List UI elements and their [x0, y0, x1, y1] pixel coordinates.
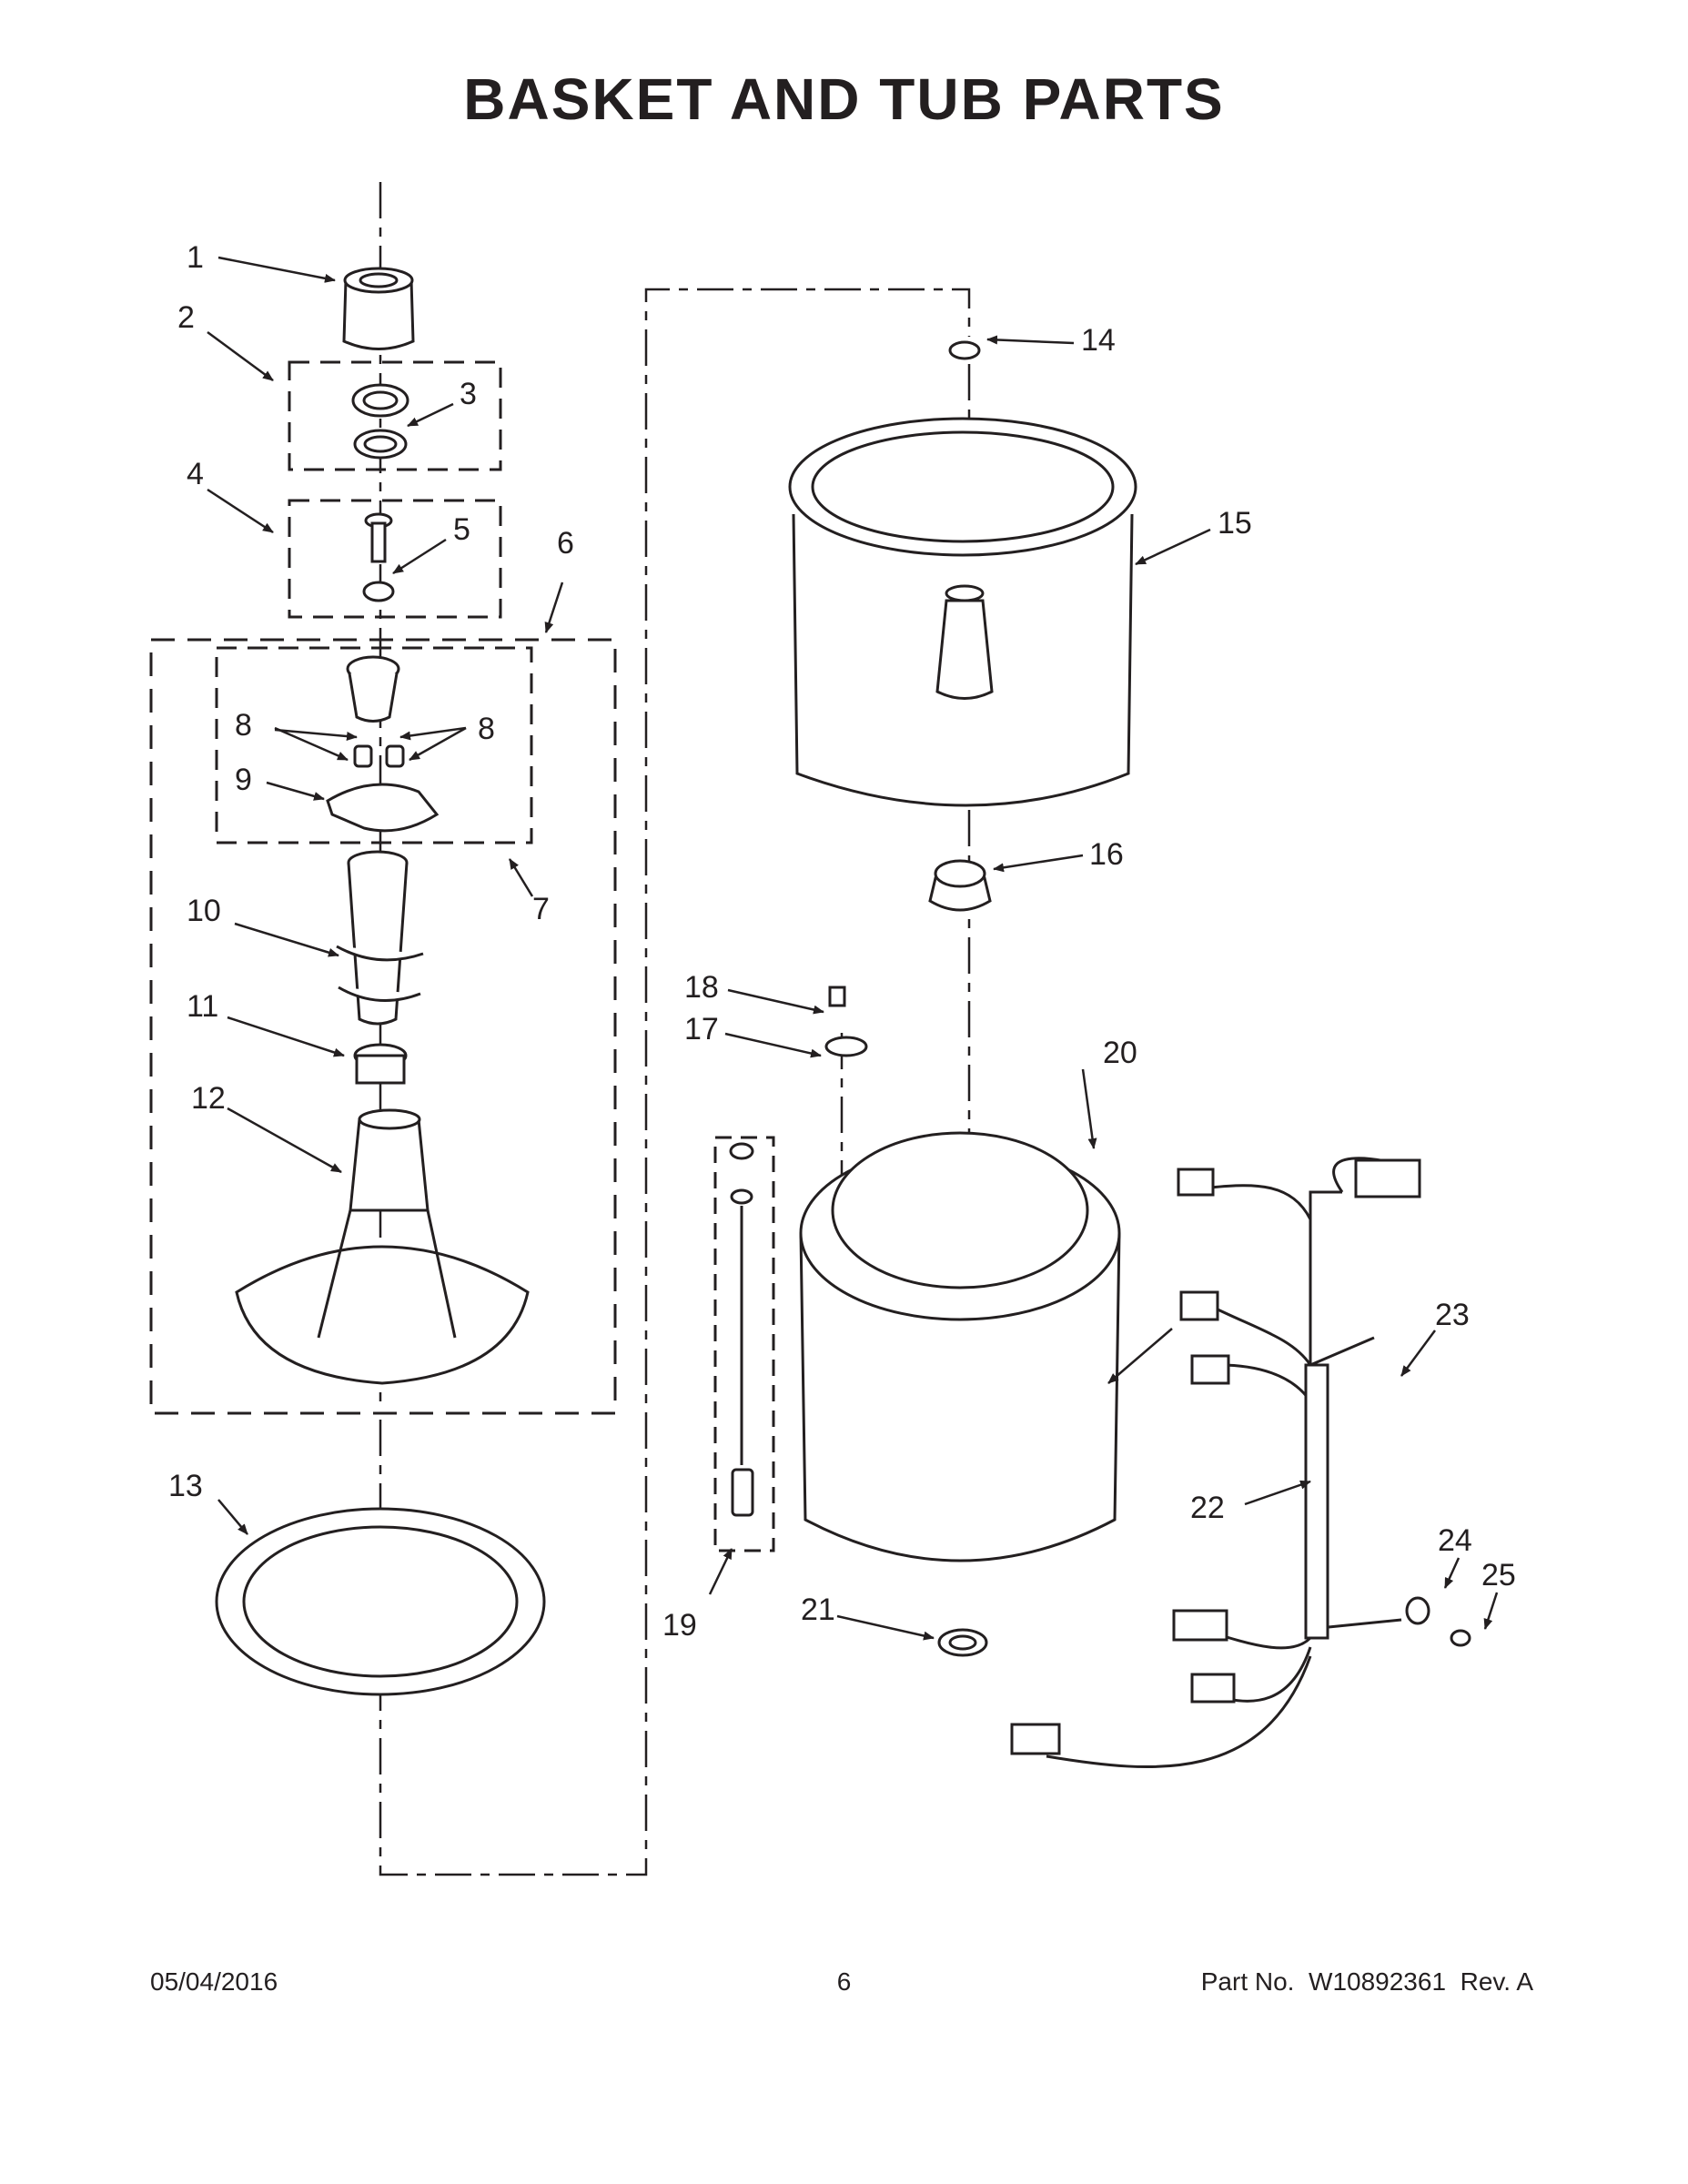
callout-1: 1 — [187, 240, 204, 275]
callout-12: 12 — [191, 1081, 226, 1116]
part-5-bolt — [362, 512, 395, 602]
callout-24: 24 — [1438, 1523, 1472, 1558]
part-13-ring — [215, 1507, 546, 1696]
part-7-adapter — [326, 655, 440, 833]
part-18-screw — [828, 986, 846, 1007]
group-box-7 — [215, 646, 533, 844]
callout-17: 17 — [684, 1012, 719, 1046]
callout-8-left: 8 — [235, 708, 252, 743]
callout-23: 23 — [1435, 1298, 1470, 1332]
part-12-base — [235, 1108, 530, 1385]
callout-14: 14 — [1081, 323, 1116, 358]
part-20-tub — [799, 1131, 1121, 1562]
part-14-nut — [948, 340, 981, 360]
part-number-label: Part No. — [1200, 1967, 1295, 1996]
part-17-plate — [824, 1036, 868, 1057]
part-15-basket — [788, 417, 1137, 807]
callout-9: 9 — [235, 763, 252, 797]
part-10-agitator — [336, 850, 424, 1026]
callout-6: 6 — [557, 526, 574, 561]
part-number-value: W10892361 — [1309, 1967, 1447, 1996]
callout-19: 19 — [662, 1608, 697, 1643]
group-box-19 — [713, 1136, 775, 1552]
part-1-cap — [342, 267, 415, 350]
callout-11: 11 — [187, 989, 218, 1024]
part-21-seal — [937, 1628, 988, 1657]
parts — [215, 267, 1471, 1769]
part-24-clamp — [1405, 1596, 1430, 1625]
callout-15: 15 — [1218, 506, 1252, 541]
part-11-cam — [353, 1043, 408, 1085]
page-title: BASKET AND TUB PARTS — [463, 66, 1225, 132]
group-box-6 — [149, 638, 617, 1415]
callout-10: 10 — [187, 894, 221, 928]
part-22-connectors — [1010, 1158, 1421, 1755]
callout-4: 4 — [187, 457, 204, 491]
callout-2: 2 — [177, 300, 195, 335]
leader-arrows — [207, 256, 1499, 1641]
group-boxes — [149, 360, 775, 1552]
part-22-wire-harness — [1046, 1157, 1420, 1769]
callout-13: 13 — [168, 1469, 203, 1503]
part-8-clips — [353, 744, 405, 768]
footer-part-number: Part No. W10892361 Rev. A — [1201, 1967, 1533, 1997]
callout-22: 22 — [1190, 1491, 1225, 1525]
group-box-2 — [288, 360, 502, 471]
part-19-suspension-rod — [729, 1142, 754, 1517]
callout-18: 18 — [684, 970, 719, 1005]
footer-page-number: 6 — [836, 1967, 852, 1996]
callout-16: 16 — [1089, 837, 1124, 872]
revision: Rev. A — [1460, 1967, 1533, 1996]
part-16-bearing — [928, 859, 992, 912]
part-25-screw — [1450, 1629, 1471, 1647]
callout-3: 3 — [460, 377, 477, 411]
group-box-4 — [288, 499, 502, 619]
callout-5: 5 — [453, 512, 470, 547]
callout-8-right: 8 — [478, 712, 495, 746]
callout-7: 7 — [532, 892, 550, 926]
footer-date: 05/04/2016 — [150, 1967, 278, 1996]
callout-21: 21 — [801, 1592, 835, 1627]
part-3-seal — [351, 383, 409, 460]
callout-20: 20 — [1103, 1036, 1137, 1070]
callout-labels: 1 2 3 4 5 6 7 8 8 9 10 11 12 13 14 15 16… — [168, 240, 1516, 1643]
callout-25: 25 — [1481, 1558, 1516, 1592]
